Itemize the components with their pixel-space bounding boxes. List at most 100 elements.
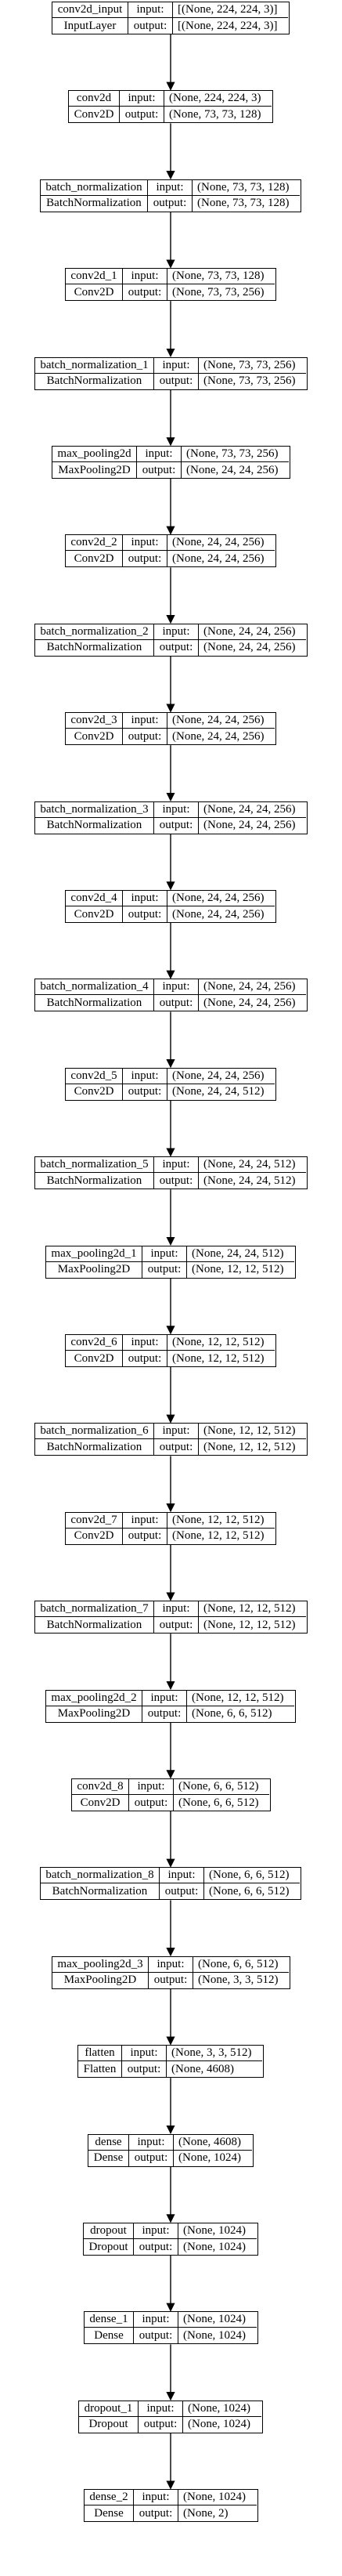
input-shape: (None, 1024)	[178, 2490, 257, 2506]
layer-name: max_pooling2d_2	[46, 1690, 142, 1706]
input-shape: (None, 6, 6, 512)	[174, 1779, 269, 1795]
input-shape: (None, 12, 12, 512)	[187, 1691, 294, 1706]
input-label: input:	[123, 535, 167, 552]
layer-type: Dropout	[79, 2416, 139, 2433]
input-shape: (None, 24, 24, 256)	[167, 891, 275, 906]
layer-type: MaxPooling2D	[52, 462, 137, 478]
input-shape: (None, 73, 73, 128)	[193, 180, 300, 196]
output-label: output:	[123, 284, 167, 301]
layer-name: conv2d_4	[66, 891, 123, 906]
input-label: input:	[129, 2134, 174, 2151]
input-shape: (None, 6, 6, 512)	[204, 1868, 300, 1884]
output-label: output:	[134, 2239, 178, 2255]
output-label: output:	[154, 1439, 199, 1456]
output-shape: (None, 73, 73, 256)	[203, 374, 296, 388]
layer-name: batch_normalization_8	[41, 1868, 160, 1884]
output-label: output:	[129, 1795, 174, 1811]
output-shape: (None, 73, 73, 128)	[197, 197, 290, 210]
input-shape: (None, 12, 12, 512)	[199, 1601, 306, 1618]
input-shape: (None, 1024)	[178, 2223, 257, 2239]
output-shape: (None, 1024)	[178, 2151, 241, 2165]
input-label: input:	[123, 1335, 167, 1351]
output-shape: (None, 12, 12, 512)	[172, 1351, 265, 1365]
output-label: output:	[154, 1617, 199, 1634]
layer-type: BatchNormalization	[41, 195, 148, 212]
input-label: input:	[123, 1512, 167, 1529]
input-label: input:	[134, 2223, 178, 2239]
output-shape: (None, 24, 24, 512)	[172, 1085, 265, 1098]
input-label: input:	[123, 1068, 167, 1084]
output-label: output:	[123, 906, 167, 922]
input-label: input:	[122, 2046, 167, 2062]
layer-type: BatchNormalization	[35, 1173, 154, 1189]
input-label: input:	[134, 2490, 178, 2506]
input-shape: (None, 1024)	[183, 2401, 261, 2417]
output-label: output:	[154, 817, 199, 834]
output-shape: (None, 24, 24, 256)	[203, 996, 296, 1009]
layer-type: Conv2D	[66, 551, 123, 567]
layer-type: Conv2D	[69, 107, 120, 123]
output-label: output:	[139, 2416, 183, 2433]
output-shape: (None, 3, 3, 512)	[198, 1974, 279, 1987]
layer-type: Dense	[88, 2150, 129, 2166]
input-label: input:	[139, 2401, 183, 2417]
input-shape: (None, 24, 24, 512)	[187, 1246, 294, 1262]
input-shape: (None, 12, 12, 512)	[167, 1513, 275, 1529]
layer-type: Conv2D	[66, 729, 123, 745]
input-label: input:	[154, 801, 199, 818]
layer-name: batch_normalization	[41, 179, 148, 196]
layer-type: Conv2D	[72, 1795, 129, 1811]
input-shape: (None, 12, 12, 512)	[167, 1335, 275, 1351]
input-shape: (None, 6, 6, 512)	[193, 1957, 289, 1973]
input-label: input:	[154, 1424, 199, 1440]
layer-type: Conv2D	[66, 1351, 123, 1366]
input-shape: (None, 24, 24, 256)	[167, 713, 275, 729]
layer-type: Conv2D	[66, 1084, 123, 1100]
input-label: input:	[154, 357, 199, 374]
output-label: output:	[123, 1351, 167, 1366]
input-shape: (None, 224, 224, 3)	[164, 91, 272, 107]
output-shape: (None, 24, 24, 256)	[203, 819, 296, 832]
output-shape: (None, 1024)	[183, 2328, 246, 2342]
layer-name: batch_normalization_7	[35, 1601, 154, 1618]
output-shape: (None, 2)	[183, 2506, 229, 2520]
input-label: input:	[120, 91, 164, 107]
output-label: output:	[134, 2328, 178, 2344]
output-label: output:	[148, 195, 193, 212]
input-label: input:	[134, 2312, 178, 2328]
output-shape: (None, 6, 6, 512)	[209, 1884, 290, 1898]
input-shape: (None, 24, 24, 256)	[199, 979, 306, 996]
output-shape: (None, 24, 24, 256)	[186, 463, 279, 476]
layer-type: BatchNormalization	[35, 817, 154, 834]
layer-name: conv2d_2	[66, 535, 123, 552]
output-shape: (None, 12, 12, 512)	[203, 1618, 296, 1631]
input-shape: (None, 24, 24, 256)	[199, 802, 306, 818]
layer-name: batch_normalization_2	[35, 624, 154, 640]
output-shape: (None, 6, 6, 512)	[192, 1707, 272, 1720]
input-shape: (None, 24, 24, 256)	[199, 624, 306, 640]
output-label: output:	[120, 107, 164, 123]
output-label: output:	[134, 2505, 178, 2522]
input-label: input:	[154, 624, 199, 640]
layer-name: conv2d_6	[66, 1335, 123, 1351]
output-label: output:	[142, 1706, 187, 1722]
input-label: input:	[123, 891, 167, 906]
layer-type: MaxPooling2D	[46, 1261, 142, 1278]
output-shape: (None, 24, 24, 256)	[172, 552, 265, 565]
layer-name: batch_normalization_4	[35, 979, 154, 996]
